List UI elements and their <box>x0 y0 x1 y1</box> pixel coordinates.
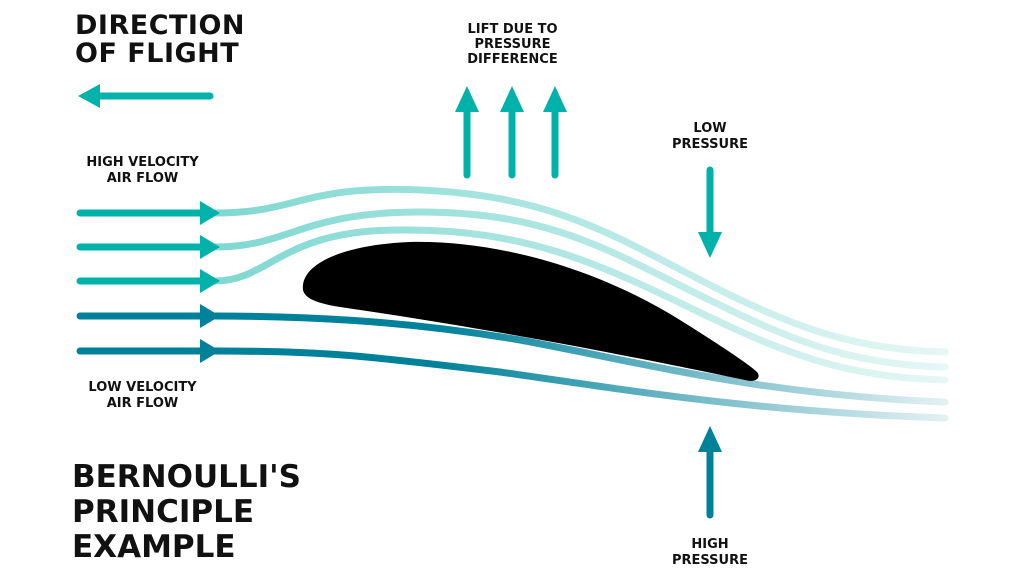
diagram-title: BERNOULLI'S PRINCIPLE EXAMPLE <box>72 459 302 566</box>
direction-line2: OF FLIGHT <box>75 38 240 70</box>
title-line1: BERNOULLI'S <box>72 459 302 495</box>
low-pressure-line1: LOW <box>693 121 727 136</box>
lower-streamline-1 <box>211 312 949 406</box>
lift-line1: LIFT DUE TO <box>467 22 558 37</box>
lift-line3: DIFFERENCE <box>467 51 558 67</box>
high-velocity-label: HIGH VELOCITY AIR FLOW <box>70 155 215 186</box>
low-velocity-line1: LOW VELOCITY <box>88 380 197 395</box>
upper-streamline-1 <box>211 185 949 356</box>
upper-streamline-2 <box>211 208 949 371</box>
high-velocity-line1: HIGH VELOCITY <box>86 155 199 170</box>
title-line2: PRINCIPLE <box>72 494 255 531</box>
arrowheads <box>78 84 722 452</box>
low-velocity-line2: AIR FLOW <box>106 395 179 411</box>
high-velocity-line2: AIR FLOW <box>106 170 179 186</box>
airfoil <box>302 241 759 381</box>
low-velocity-label: LOW VELOCITY AIR FLOW <box>70 380 215 411</box>
title-line3: EXAMPLE <box>72 529 236 566</box>
upper-streamline-3 <box>211 226 949 384</box>
high-pressure-line1: HIGH <box>691 537 729 552</box>
low-pressure-label: LOW PRESSURE <box>650 121 770 152</box>
lift-label: LIFT DUE TO PRESSURE DIFFERENCE <box>440 22 585 68</box>
direction-of-flight-label: DIRECTION OF FLIGHT <box>75 10 246 70</box>
high-pressure-label: HIGH PRESSURE <box>650 537 770 568</box>
lower-streamline-2 <box>211 347 949 422</box>
lift-line2: PRESSURE <box>474 36 551 52</box>
high-pressure-line2: PRESSURE <box>671 552 748 568</box>
low-pressure-line2: PRESSURE <box>671 136 748 152</box>
direction-line1: DIRECTION <box>75 10 246 41</box>
